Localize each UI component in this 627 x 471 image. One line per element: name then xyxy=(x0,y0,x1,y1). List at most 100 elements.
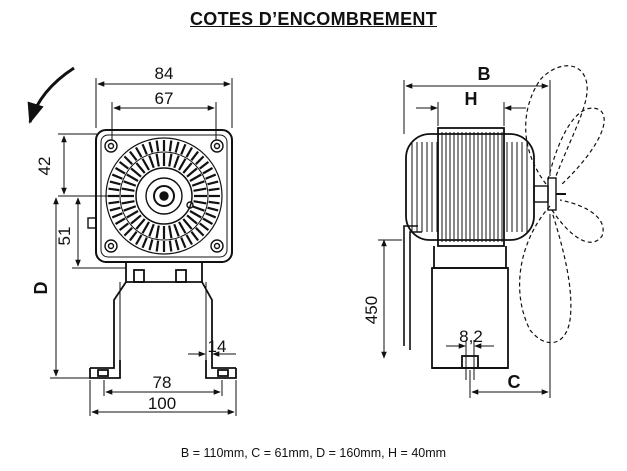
housing-fin xyxy=(168,153,173,167)
housing-fin-outer xyxy=(205,173,217,180)
housing-fin xyxy=(193,200,207,205)
label-C: C xyxy=(508,372,521,392)
front-view xyxy=(27,66,237,416)
housing-fin xyxy=(123,180,137,187)
housing-fin-outer xyxy=(148,239,154,251)
housing-fin-outer xyxy=(168,240,173,252)
housing-fin-outer xyxy=(129,150,138,161)
label-8-2: 8,2 xyxy=(459,327,483,346)
housing-fin xyxy=(168,225,173,239)
dimension-feet xyxy=(89,344,237,416)
housing-fin-outer xyxy=(195,155,205,165)
dimensions-caption: B = 110mm, C = 61mm, D = 160mm, H = 40mm xyxy=(180,446,447,460)
housing-fin xyxy=(182,218,193,230)
label-51: 51 xyxy=(55,227,74,246)
side-view xyxy=(378,65,605,398)
housing-fin xyxy=(186,214,198,225)
housing-fin-outer xyxy=(185,146,193,158)
label-H: H xyxy=(465,89,478,109)
dimension-vertical-left xyxy=(50,133,126,379)
label-D: D xyxy=(31,282,51,295)
housing-fin-outer xyxy=(109,180,121,186)
housing-fin-outer xyxy=(114,217,126,225)
dimension-84 xyxy=(95,78,233,140)
housing-fin-outer xyxy=(207,180,219,186)
housing-fin-outer xyxy=(208,200,220,205)
housing-fin-outer xyxy=(205,212,217,219)
housing-fin xyxy=(189,173,202,182)
housing-fin-outer xyxy=(118,222,129,231)
housing-fin xyxy=(130,214,142,225)
housing-fin xyxy=(135,218,146,230)
housing-fin-outer xyxy=(199,222,210,231)
housing-fin xyxy=(189,210,202,219)
housing-fin-outer xyxy=(190,150,199,161)
housing-fin xyxy=(135,162,146,174)
housing-fin-outer xyxy=(155,240,160,252)
label-67: 67 xyxy=(155,89,174,108)
housing-fin xyxy=(148,223,155,237)
label-78: 78 xyxy=(153,373,172,392)
fan-blades-dashed xyxy=(519,65,605,344)
diagram-title: COTES D’ENCOMBREMENT xyxy=(189,9,437,29)
housing-fin-outer xyxy=(180,143,187,155)
housing-fin-outer xyxy=(174,141,180,153)
housing-fin-outer xyxy=(109,206,121,212)
housing-fin-outer xyxy=(208,187,220,192)
rotation-arrow-icon xyxy=(27,66,75,125)
label-B: B xyxy=(478,64,491,84)
housing-fin xyxy=(155,225,160,239)
housing-fin-outer xyxy=(135,234,143,246)
housing-fin-outer xyxy=(195,227,205,237)
housing-fin-outer xyxy=(174,239,180,251)
housing-fin xyxy=(173,223,180,237)
housing-fin-outer xyxy=(141,237,148,249)
housing-fin-outer xyxy=(108,187,120,192)
housing-fin-outer xyxy=(207,206,219,212)
housing-fin-outer xyxy=(168,140,173,152)
housing-fin xyxy=(121,200,135,205)
housing-fin-outer xyxy=(141,143,148,155)
housing-fin xyxy=(191,205,205,212)
housing-fin-outer xyxy=(190,231,199,242)
housing-fin xyxy=(126,210,139,219)
housing-fin-outer xyxy=(199,161,210,170)
housing-fin xyxy=(178,221,187,234)
housing-fin xyxy=(155,153,160,167)
housing-fin xyxy=(141,158,150,171)
housing-fin xyxy=(191,180,205,187)
housing-fin xyxy=(130,167,142,178)
dimension-B xyxy=(378,80,551,398)
housing-fin xyxy=(193,187,207,192)
label-14: 14 xyxy=(208,337,227,356)
housing-fin xyxy=(126,173,139,182)
mounting-bracket-front xyxy=(89,262,237,379)
housing-fin-outer xyxy=(111,212,123,219)
housing-fin-outer xyxy=(135,146,143,158)
label-42: 42 xyxy=(35,157,54,176)
housing-fin-outer xyxy=(118,161,129,170)
housing-fin xyxy=(182,162,193,174)
housing-fin-outer xyxy=(123,155,133,165)
housing-fin xyxy=(148,155,155,169)
housing-fin xyxy=(141,221,150,234)
housing-fin-outer xyxy=(202,167,214,175)
housing-fin xyxy=(186,167,198,178)
housing-fin xyxy=(173,155,180,169)
label-84: 84 xyxy=(155,64,174,83)
housing-fin-outer xyxy=(123,227,133,237)
housing-fin-outer xyxy=(202,217,214,225)
housing-fin-outer xyxy=(180,237,187,249)
label-100: 100 xyxy=(148,394,176,413)
housing-fin-outer xyxy=(111,173,123,180)
label-450: 450 xyxy=(362,296,381,324)
housing-fin-outer xyxy=(148,141,154,153)
housing-fin xyxy=(121,187,135,192)
housing-fin-outer xyxy=(155,140,160,152)
housing-fin xyxy=(123,205,137,212)
housing-fin-outer xyxy=(114,167,126,175)
housing-fin-outer xyxy=(129,231,138,242)
housing-fin-outer xyxy=(185,234,193,246)
housing-fin xyxy=(178,158,187,171)
